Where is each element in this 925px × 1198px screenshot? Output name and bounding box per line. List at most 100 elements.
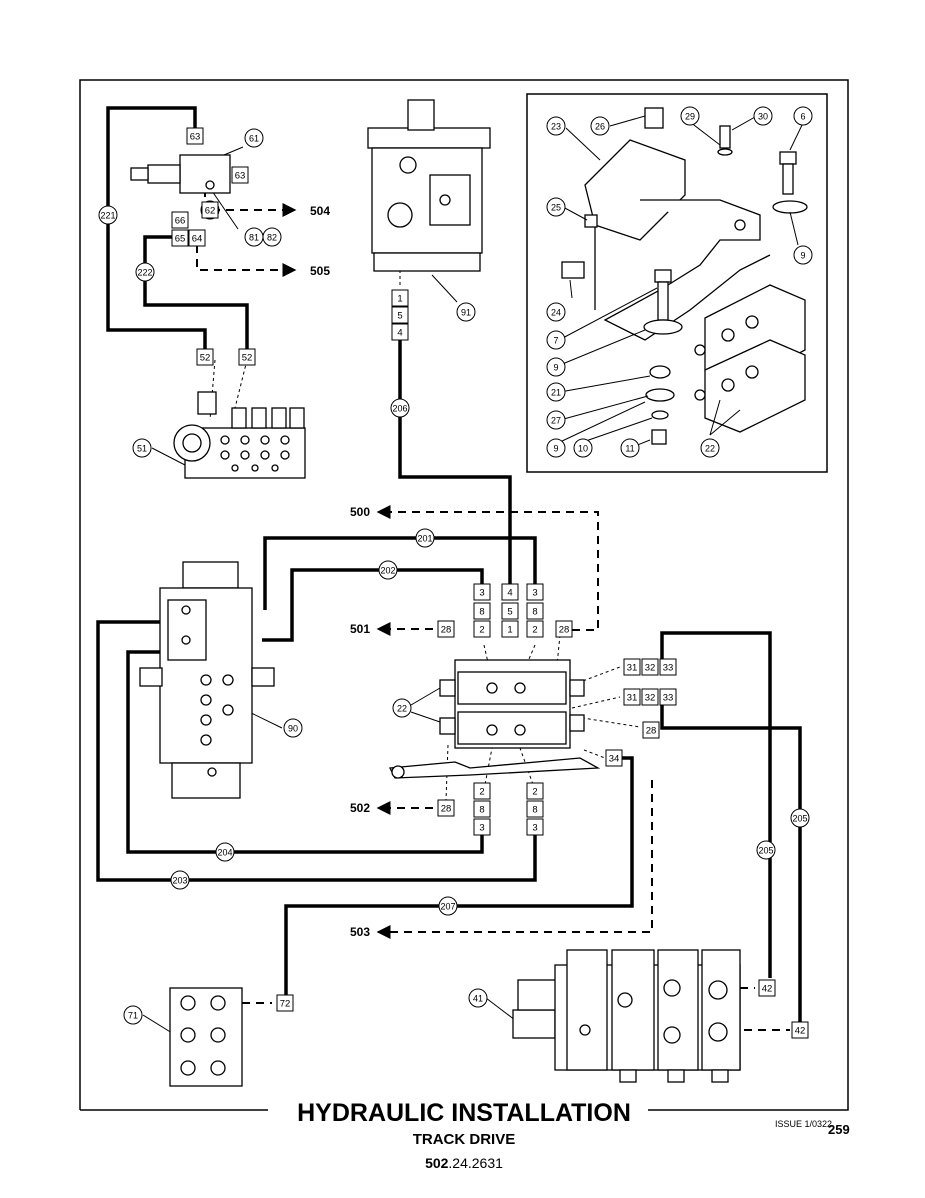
ref-501: 501 — [350, 622, 370, 636]
callout-box-text-m4: 4 — [507, 588, 512, 599]
callout-circle-h205b: 205 — [790, 808, 810, 828]
callout-text-i9b: 9 — [553, 363, 558, 373]
line-to-505 — [196, 245, 297, 277]
callout-box-a3: 3 — [473, 583, 491, 601]
callout-text-c22: 22 — [397, 704, 407, 714]
callout-text-i21: 21 — [551, 388, 561, 398]
callout-box-text-b31a: 31 — [627, 663, 638, 674]
callout-text-i9c: 9 — [553, 444, 558, 454]
callout-circle-i11: 11 — [620, 438, 640, 458]
callout-text-h206: 206 — [392, 404, 407, 414]
callout-box-text-r3: 3 — [532, 588, 537, 599]
issue-label: ISSUE 1/0322 — [775, 1119, 832, 1129]
callout-box-text-b42b: 42 — [795, 1026, 806, 1037]
callout-circle-i22: 22 — [700, 438, 720, 458]
callout-box-text-b32a: 32 — [645, 663, 656, 674]
callout-circle-h204: 204 — [215, 842, 235, 862]
callout-box-a2: 2 — [473, 620, 491, 638]
callout-text-i6: 6 — [800, 112, 805, 122]
callout-box-text-a8: 8 — [479, 607, 484, 618]
callout-circle-i27: 27 — [546, 410, 566, 430]
callout-box-m1: 1 — [501, 620, 519, 638]
callout-box-b66: 66 — [171, 211, 189, 229]
block-71-drawing — [169, 987, 243, 1087]
callout-box-b32a: 32 — [641, 658, 659, 676]
callout-box-b42a: 42 — [758, 979, 776, 997]
callout-box-q2: 2 — [526, 782, 544, 800]
callout-circle-c71: 71 — [123, 1005, 143, 1025]
ref-arrow-labels: 504 505 500 501 502 503 — [310, 204, 370, 939]
callout-circle-c51: 51 — [132, 438, 152, 458]
callout-text-i7: 7 — [553, 336, 558, 346]
diagram-title: HYDRAULIC INSTALLATION — [297, 1099, 631, 1127]
callout-box-text-q3: 3 — [532, 823, 537, 834]
hose-201 — [263, 536, 537, 610]
callout-box-b31b: 31 — [623, 688, 641, 706]
callout-text-i22: 22 — [705, 444, 715, 454]
part-number-bold: 502 — [425, 1155, 449, 1171]
callout-text-h204: 204 — [217, 848, 232, 858]
callout-text-h205b: 205 — [792, 814, 807, 824]
bracket-23-drawing — [584, 139, 771, 341]
callout-box-text-q8: 8 — [532, 805, 537, 816]
callout-circle-h221: 221 — [98, 205, 118, 225]
callout-text-i25: 25 — [551, 203, 561, 213]
callout-circle-h222: 222 — [135, 262, 155, 282]
callout-box-text-b52a: 52 — [200, 353, 211, 364]
hose-205a — [660, 631, 772, 978]
callout-box-text-b63b: 63 — [235, 171, 246, 182]
callout-box-text-b66: 66 — [175, 216, 186, 227]
callout-box-text-q2: 2 — [532, 787, 537, 798]
callout-box-b64: 64 — [188, 229, 206, 247]
line-to-500 — [376, 505, 599, 631]
hose-204 — [126, 650, 484, 854]
callout-box-text-b63a: 63 — [190, 132, 201, 143]
callout-box-b72: 72 — [276, 994, 294, 1012]
callout-text-i26: 26 — [595, 122, 605, 132]
callout-text-c91: 91 — [461, 308, 471, 318]
callout-text-i30: 30 — [758, 112, 768, 122]
callout-box-b63b: 63 — [231, 166, 249, 184]
ref-500: 500 — [350, 505, 370, 519]
diagram-subtitle: TRACK DRIVE — [413, 1131, 516, 1148]
callout-box-b31a: 31 — [623, 658, 641, 676]
line-to-503 — [376, 780, 653, 939]
callout-box-text-b32b: 32 — [645, 693, 656, 704]
callout-text-c81: 81 — [249, 233, 259, 243]
callout-circle-h203: 203 — [170, 870, 190, 890]
callout-box-text-b64: 64 — [192, 234, 203, 245]
callout-circle-i29: 29 — [680, 106, 700, 126]
dashed-lines — [196, 175, 790, 1031]
motor-90-drawing — [139, 561, 275, 799]
ref-504: 504 — [310, 204, 330, 218]
callout-box-text-b42a: 42 — [762, 984, 773, 995]
callout-text-h201: 201 — [417, 534, 432, 544]
callout-circle-i25: 25 — [546, 197, 566, 217]
callout-text-c51: 51 — [137, 444, 147, 454]
callout-box-text-m1: 1 — [507, 625, 512, 636]
callout-text-c90: 90 — [288, 724, 298, 734]
callout-circle-h205a: 205 — [756, 840, 776, 860]
callout-box-l3: 3 — [473, 818, 491, 836]
callout-circle-h207: 207 — [438, 896, 458, 916]
valve-block-22-drawing — [388, 659, 601, 779]
callout-text-h205a: 205 — [758, 846, 773, 856]
callout-text-c82: 82 — [267, 233, 277, 243]
callout-box-text-b28b: 28 — [559, 625, 570, 636]
callout-box-b62: 62 — [201, 201, 219, 219]
callout-circle-h202: 202 — [378, 560, 398, 580]
callout-box-text-a2: 2 — [479, 625, 484, 636]
callout-circle-i6: 6 — [793, 106, 813, 126]
callout-box-b65: 65 — [171, 229, 189, 247]
ref-503: 503 — [350, 925, 370, 939]
page-frame — [79, 79, 849, 1111]
callout-box-m5: 5 — [501, 602, 519, 620]
callout-text-i23: 23 — [551, 122, 561, 132]
callout-box-q8: 8 — [526, 800, 544, 818]
inset-fasteners — [561, 107, 808, 445]
callout-box-text-s1: 1 — [397, 294, 402, 305]
callout-box-text-b52b: 52 — [242, 353, 253, 364]
callout-text-i10: 10 — [578, 444, 588, 454]
